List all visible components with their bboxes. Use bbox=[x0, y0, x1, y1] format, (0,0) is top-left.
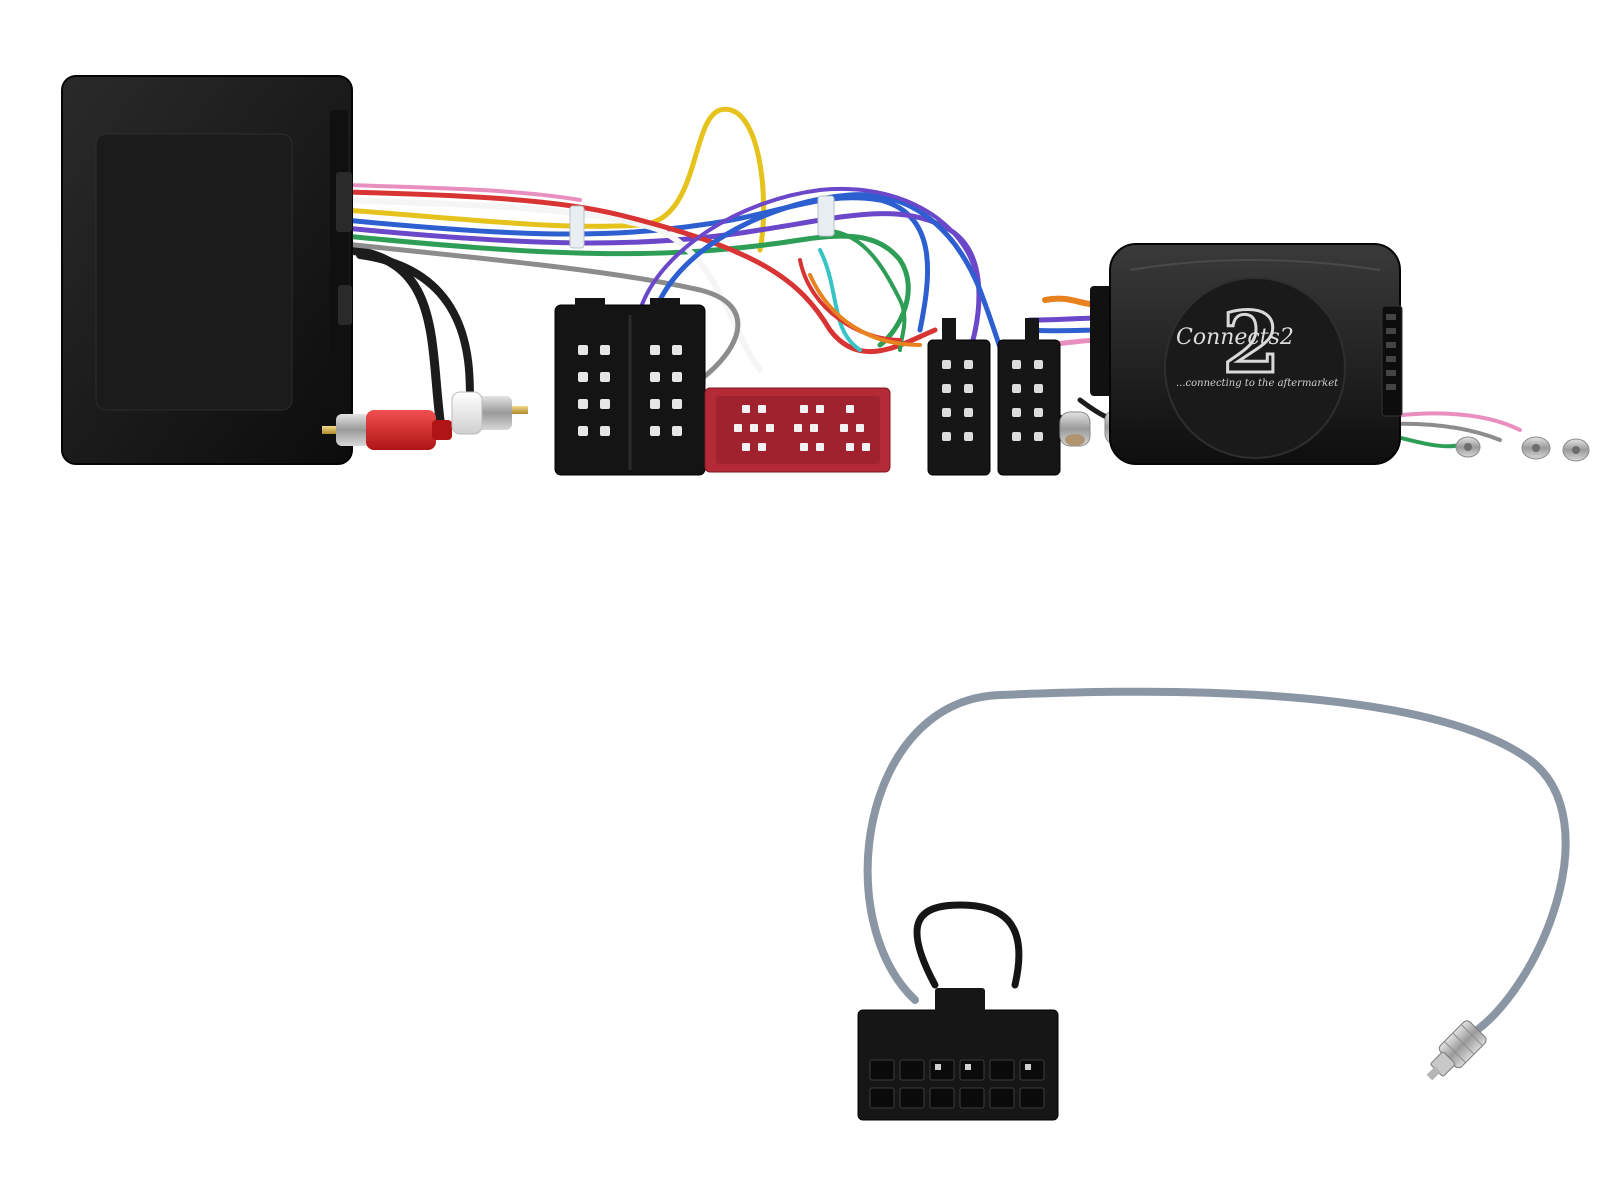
wire-green bbox=[342, 233, 911, 348]
wire-red bbox=[342, 189, 938, 355]
cable-tie-right bbox=[817, 195, 835, 237]
module-dial bbox=[1164, 277, 1346, 459]
wire-pink bbox=[343, 183, 582, 202]
red-connector-pins bbox=[734, 405, 870, 451]
wire-white bbox=[342, 197, 763, 373]
red-connector bbox=[704, 387, 891, 473]
brand-digit-logo: 2 bbox=[1222, 293, 1280, 392]
wire-purple-3 bbox=[1027, 315, 1103, 323]
wire-cyan bbox=[818, 248, 862, 352]
rca-cable-2 bbox=[356, 251, 474, 404]
module-wire-terminals bbox=[1455, 436, 1590, 462]
cable-tie-left bbox=[569, 205, 585, 249]
interface-box-port bbox=[336, 172, 352, 232]
patch-lead-cable bbox=[863, 687, 1570, 1039]
wire-grey bbox=[342, 241, 741, 383]
rca-plug-red bbox=[322, 410, 452, 450]
wire-green-2 bbox=[818, 228, 907, 352]
wire-red-2 bbox=[798, 258, 902, 342]
brand-tagline: ...connecting to the aftermarket bbox=[1176, 378, 1339, 389]
interface-box bbox=[61, 75, 353, 465]
iso-connector-pair bbox=[927, 318, 1061, 476]
twelve-pin-connector bbox=[857, 988, 1059, 1121]
wire-yellow bbox=[342, 106, 767, 253]
brand-name: Connects2 bbox=[1176, 325, 1294, 350]
patch-lead-loop bbox=[913, 901, 1023, 989]
iso-connector-black bbox=[554, 298, 706, 476]
interface-box-port-2 bbox=[338, 285, 352, 325]
patch-lead bbox=[857, 687, 1570, 1121]
interface-box-side-ridge bbox=[330, 110, 348, 430]
wire-purple-2 bbox=[638, 187, 977, 312]
rca-plug-white bbox=[451, 391, 528, 435]
iso-black-pins bbox=[578, 345, 682, 436]
interface-box-label-recess bbox=[95, 133, 293, 411]
wire-orange-2 bbox=[808, 273, 922, 347]
wire-blue-2 bbox=[657, 192, 1008, 363]
antenna-plug bbox=[1426, 1020, 1487, 1081]
steering-interface-module: 2 Connects2 ...connecting to the afterma… bbox=[1090, 243, 1403, 465]
wire-loom bbox=[342, 106, 1522, 449]
wire-blue-3 bbox=[1027, 327, 1103, 334]
